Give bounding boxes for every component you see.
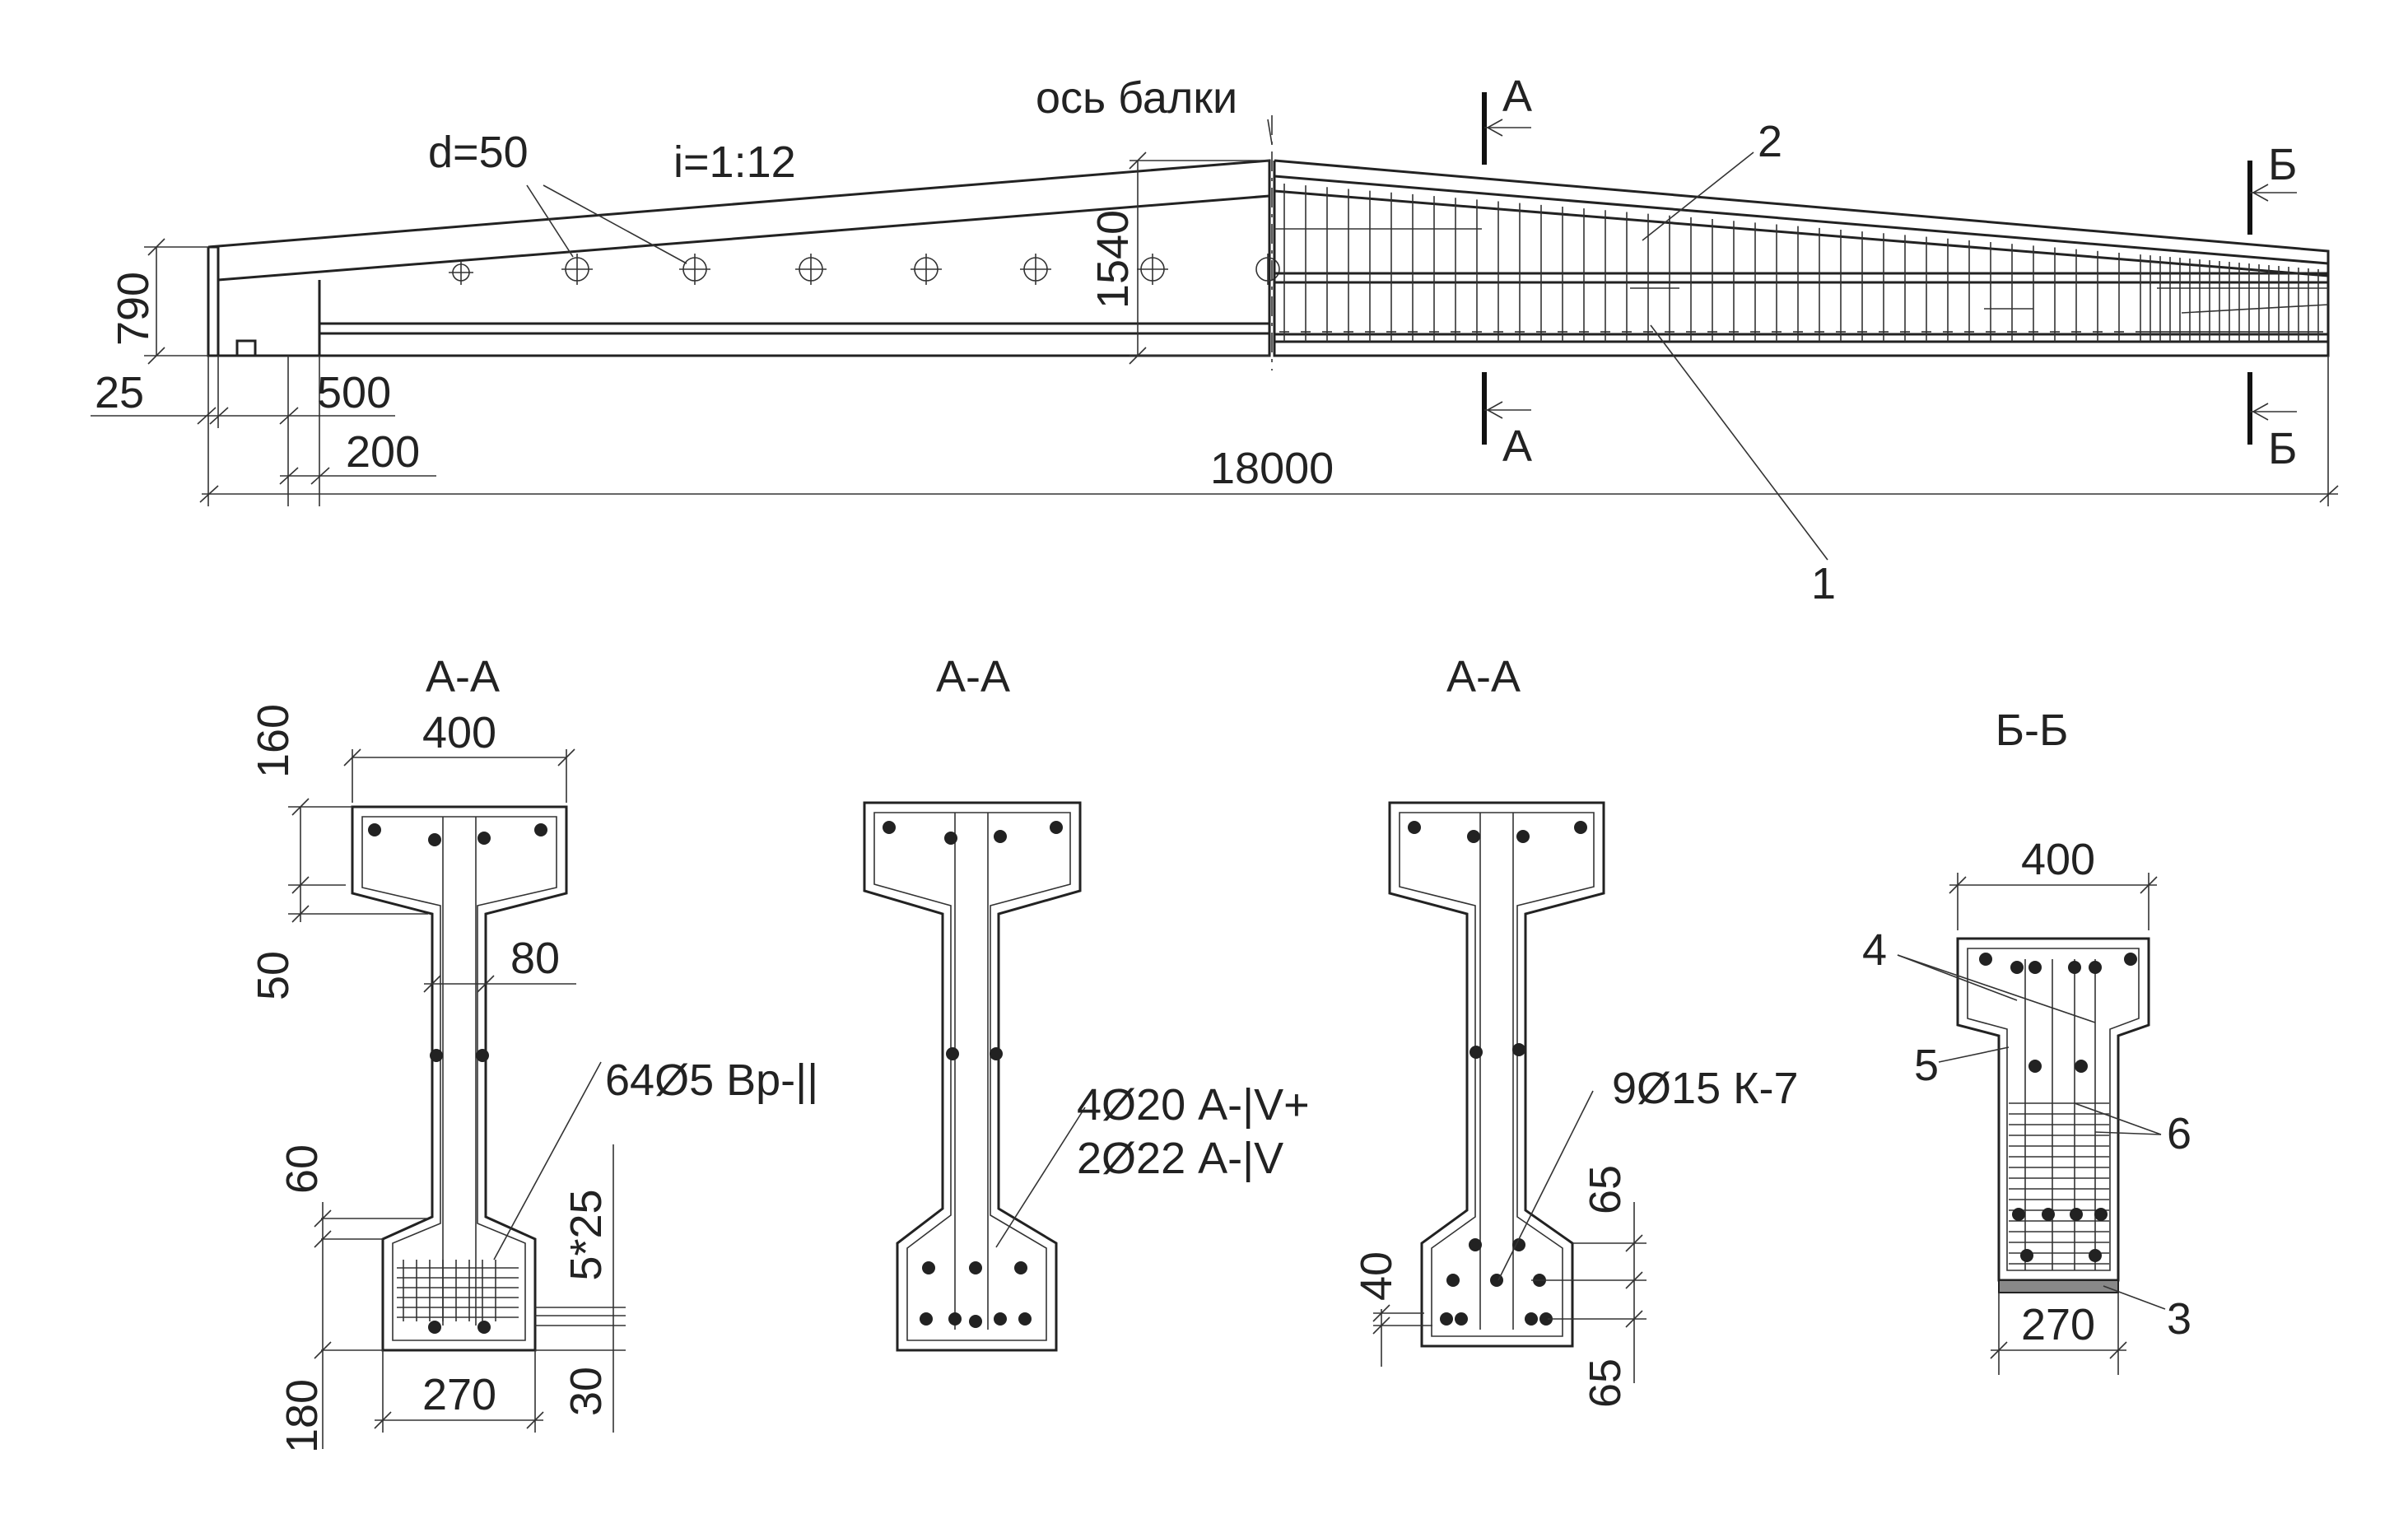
section-4-title: Б-Б — [1996, 706, 2069, 755]
hole — [561, 254, 593, 285]
section-mark-A: А А — [1482, 72, 1532, 471]
section-2-AA: А-А 4Ø20 А-|V+ 2Ø22 А-|V — [863, 652, 1310, 1352]
hole — [1255, 254, 1280, 285]
section-2-title: А-А — [936, 652, 1010, 701]
dim-200: 200 — [346, 427, 420, 477]
s4-callout-3: 3 — [2167, 1294, 2191, 1344]
dim-18000: 18000 — [1210, 444, 1334, 493]
hole — [1020, 254, 1051, 285]
hole — [911, 254, 942, 285]
hole-diameter-label: d=50 — [428, 128, 529, 177]
stirrups — [1279, 183, 2323, 342]
section-3-AA: А-А 9Ø15 К-7 40 65 65 — [1352, 652, 1799, 1408]
s1-dim-180: 180 — [277, 1379, 327, 1453]
hole — [679, 254, 710, 285]
section-mark-B: Б Б — [2247, 140, 2297, 473]
section-A-top-label: А — [1502, 72, 1532, 121]
s4-callout-4: 4 — [1862, 925, 1887, 975]
s4-callout-6: 6 — [2167, 1109, 2191, 1158]
section-B-top-label: Б — [2268, 140, 2297, 189]
dim-790: 790 — [109, 272, 158, 346]
s4-dim-270: 270 — [2021, 1300, 2095, 1349]
section-3-title: А-А — [1446, 652, 1521, 701]
s1-dim-5x25: 5*25 — [561, 1189, 611, 1280]
callout-1: 1 — [1811, 559, 1836, 608]
s1-rebar-label: 64Ø5 Вр-|| — [605, 1055, 818, 1105]
s3-dim-40: 40 — [1352, 1251, 1401, 1301]
s1-dim-400: 400 — [422, 708, 496, 757]
holes — [449, 254, 1280, 285]
s4-callout-5: 5 — [1914, 1041, 1939, 1090]
s3-dim-65-bottom: 65 — [1581, 1358, 1630, 1408]
section-1-mesh — [397, 1260, 519, 1321]
beam-elevation: 1 2 А А Б Б ось балки d=50 i=1:12 — [91, 72, 2339, 608]
s3-dim-65-top: 65 — [1581, 1165, 1630, 1214]
hole — [449, 260, 473, 285]
s1-dim-160: 160 — [249, 704, 298, 778]
s1-dim-270: 270 — [422, 1370, 496, 1419]
callout-2: 2 — [1758, 117, 1782, 166]
section-1-title: А-А — [426, 652, 500, 701]
s1-dim-60: 60 — [277, 1144, 327, 1194]
s3-rebar-label: 9Ø15 К-7 — [1612, 1064, 1799, 1113]
section-1-AA: А-А 400 160 50 80 60 180 270 5*25 — [249, 652, 818, 1453]
dim-25: 25 — [95, 368, 144, 417]
s4-dim-400: 400 — [2021, 835, 2095, 884]
beam-axis-label: ось балки — [1036, 73, 1237, 123]
section-4-BB: Б-Б 400 270 4 5 6 3 — [1862, 706, 2191, 1375]
s1-dim-30: 30 — [561, 1367, 611, 1416]
dim-1540: 1540 — [1088, 210, 1138, 309]
s1-dim-80: 80 — [510, 934, 560, 983]
hole — [1137, 254, 1168, 285]
section-A-bottom-label: А — [1502, 422, 1532, 471]
section-B-bottom-label: Б — [2268, 424, 2297, 473]
dim-500: 500 — [317, 368, 391, 417]
s2-rebar-line1: 4Ø20 А-|V+ — [1077, 1080, 1310, 1130]
s1-dim-50: 50 — [249, 951, 298, 1000]
section-4-mesh — [2009, 1102, 2109, 1265]
s2-rebar-line2: 2Ø22 А-|V — [1077, 1134, 1283, 1183]
hole — [795, 254, 827, 285]
slope-label: i=1:12 — [673, 137, 796, 187]
